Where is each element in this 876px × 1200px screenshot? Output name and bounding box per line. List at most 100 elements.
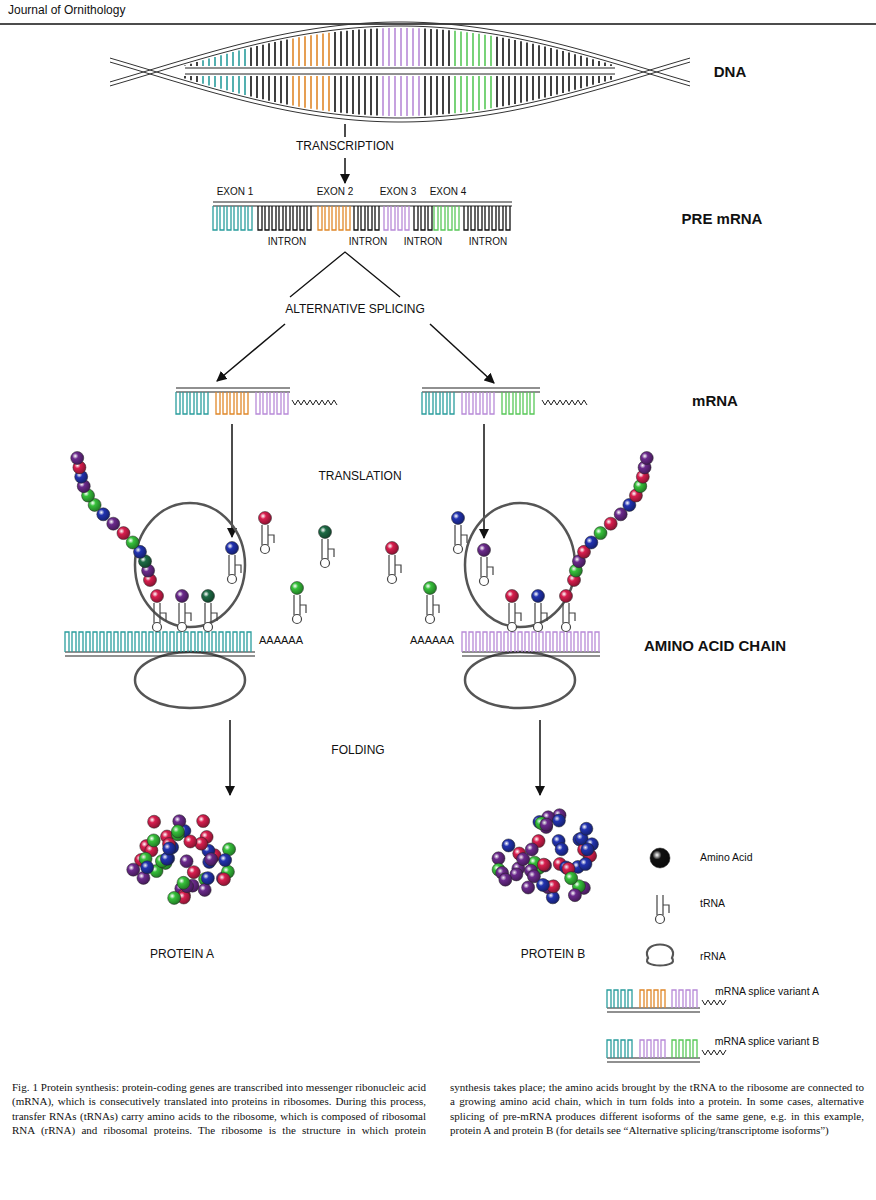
dna-base-pair xyxy=(280,41,282,103)
amino-acid xyxy=(537,858,550,871)
flow-arrow xyxy=(229,720,231,795)
amino-acid xyxy=(499,873,512,886)
amino-acid xyxy=(650,848,670,868)
pre-mrna-bases xyxy=(464,206,510,230)
trna-stem xyxy=(481,557,493,577)
trna-loop xyxy=(228,575,237,584)
dna-strand xyxy=(110,62,690,122)
amino-acid xyxy=(594,527,607,540)
stage-title: mRNA xyxy=(692,392,738,409)
trna-loop xyxy=(204,623,213,632)
amino-acid xyxy=(187,866,200,879)
dna-axis xyxy=(185,68,615,74)
legend-text: tRNA xyxy=(700,897,725,910)
pre-mrna-backbone xyxy=(213,202,512,206)
trna-loop xyxy=(656,915,665,924)
amino-acid xyxy=(202,590,215,603)
dna-base-pair xyxy=(406,28,408,116)
trna-loop xyxy=(388,575,397,584)
amino-acid xyxy=(424,582,437,595)
amino-acid xyxy=(71,452,84,465)
trna-loop xyxy=(426,615,435,624)
dna-base-pair xyxy=(544,47,546,98)
step-label: ALTERNATIVE SPLICING xyxy=(285,303,425,317)
dna-base-pair xyxy=(502,38,504,107)
dna-base-pair xyxy=(604,63,606,82)
dna-base-pair xyxy=(568,53,570,92)
legend-text: mRNA splice variant B xyxy=(712,1035,822,1048)
dna-base-pair xyxy=(286,40,288,105)
dna-base-pair xyxy=(586,57,588,86)
dna-base-pair xyxy=(376,29,378,116)
stage-title: PRE mRNA xyxy=(682,210,763,227)
legend-mrna-a-bases xyxy=(672,990,697,1008)
dna-base-pair xyxy=(382,28,384,115)
rrna-symbol xyxy=(647,945,673,966)
poly-a-label: AAAAAA xyxy=(259,634,303,647)
dna-base-pair xyxy=(592,59,594,85)
trna-loop xyxy=(534,623,543,632)
trna-stem xyxy=(535,603,547,623)
amino-acid xyxy=(640,452,653,465)
amino-acid xyxy=(568,889,581,902)
dna-base-pair xyxy=(190,64,192,80)
dna-base-pair xyxy=(562,51,564,93)
amino-acid xyxy=(604,517,617,530)
legend-mrna-a-bases xyxy=(640,990,665,1008)
dna-base-pair xyxy=(268,43,270,100)
dna-base-pair xyxy=(346,31,348,114)
dna-base-pair xyxy=(484,35,486,110)
dna-base-pair xyxy=(256,46,258,98)
trna-stem xyxy=(563,603,575,623)
legend-mrna-b-bases xyxy=(672,1040,697,1058)
dna-base-pair xyxy=(454,31,456,113)
poly-a-tail xyxy=(702,1000,726,1005)
ribosome-small-subunit xyxy=(465,652,575,708)
pre-mrna-bases xyxy=(354,206,379,230)
dna-base-pair xyxy=(352,30,354,114)
dna-base-pair xyxy=(472,33,474,111)
dna-base-pair xyxy=(496,37,498,108)
amino-acid xyxy=(560,590,573,603)
legend-text: rRNA xyxy=(700,950,726,963)
pre-mrna-bases xyxy=(384,206,409,230)
amino-acid xyxy=(107,517,120,530)
stage-title: DNA xyxy=(714,63,747,80)
legend-mrna-a-bases xyxy=(607,990,632,1008)
amino-acid xyxy=(219,854,232,867)
trna-loop xyxy=(321,559,330,568)
legend-mrna-b-backbone xyxy=(607,1058,700,1062)
amino-acid xyxy=(492,852,505,865)
amino-acid xyxy=(216,872,229,885)
mrna-a-bases xyxy=(176,392,208,414)
dna-base-pair xyxy=(220,55,222,88)
amino-acid xyxy=(522,881,535,894)
dna-base-pair xyxy=(274,42,276,102)
dna-base-pair xyxy=(208,59,210,86)
pre-mrna-bases xyxy=(434,206,459,230)
dna-base-pair xyxy=(526,42,528,101)
amino-acid xyxy=(525,843,538,856)
step-label: TRANSCRIPTION xyxy=(296,140,394,154)
caption-block: Fig. 1 Protein synthesis: protein-coding… xyxy=(12,1080,864,1137)
mrna-b-backbone xyxy=(422,388,540,392)
splice-fork xyxy=(290,252,400,297)
legend-mrna-b-bases xyxy=(640,1040,665,1058)
figure-caption: Fig. 1 Protein synthesis: protein-coding… xyxy=(12,1081,864,1136)
mrna-on-ribosome-a-backbone xyxy=(65,652,255,656)
trna-loop xyxy=(178,623,187,632)
dna-base-pair xyxy=(574,54,576,90)
dna-base-pair xyxy=(298,37,300,106)
dna-base-pair xyxy=(532,44,534,100)
poly-a-label: AAAAAA xyxy=(410,634,454,647)
amino-acid xyxy=(205,853,218,866)
mrna-b-bases xyxy=(502,392,534,414)
flow-arrow xyxy=(430,324,494,383)
trna-stem xyxy=(294,595,306,615)
amino-acid xyxy=(579,858,592,871)
amino-acid xyxy=(386,542,399,555)
amino-acid xyxy=(197,815,210,828)
dna-base-pair xyxy=(508,39,510,105)
mrna-on-ribosome-b-bases xyxy=(462,632,599,652)
